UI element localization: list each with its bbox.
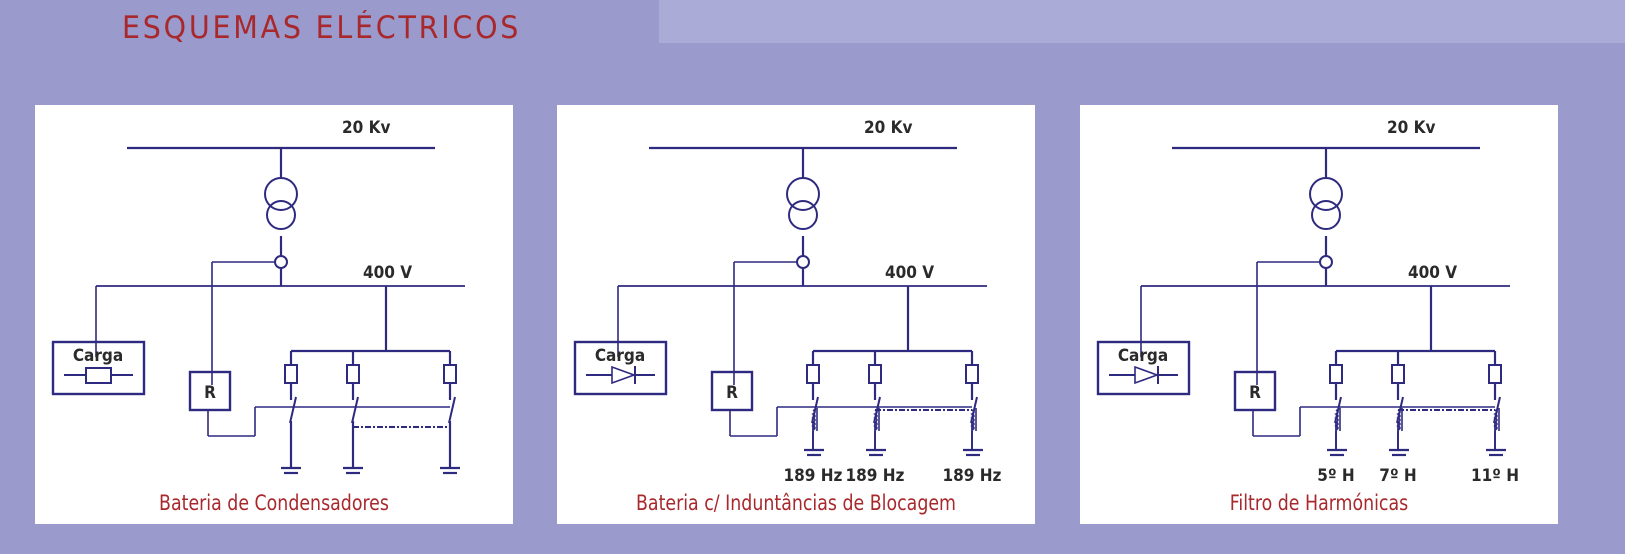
- fuse-icon: [1329, 364, 1343, 384]
- header-band: [659, 0, 1625, 43]
- relay-box: [710, 370, 754, 412]
- panel-caption: Bateria c/ Induntâncias de Blocagem: [636, 491, 956, 515]
- relay-box: [188, 370, 232, 412]
- switch-blade-icon: [351, 396, 359, 424]
- transformer-secondary-icon: [266, 200, 296, 230]
- current-transformer-icon: [274, 255, 288, 269]
- inductor-icon: [1493, 409, 1498, 431]
- transformer-primary-icon: [1309, 177, 1343, 211]
- switch-blade-icon: [448, 396, 456, 424]
- transformer-secondary-icon: [1311, 200, 1341, 230]
- load-box: [51, 340, 146, 396]
- diode-icon: [1134, 365, 1160, 385]
- load-box: [573, 340, 668, 396]
- branch-label: 5º H: [1317, 466, 1354, 485]
- diode-icon: [611, 365, 637, 385]
- fuse-icon: [1488, 364, 1502, 384]
- hv-bus-label: 20 Kv: [1387, 118, 1435, 138]
- current-transformer-icon: [796, 255, 810, 269]
- lv-bus-label: 400 V: [885, 263, 934, 283]
- branch-label: 189 Hz: [943, 466, 1002, 485]
- current-transformer-icon: [1319, 255, 1333, 269]
- panel-caption: Filtro de Harmónicas: [1229, 491, 1409, 515]
- relay-label: R: [204, 383, 216, 403]
- load-label: Carga: [1118, 346, 1168, 366]
- fuse-icon: [806, 364, 820, 384]
- lv-bus-label: 400 V: [1408, 263, 1457, 283]
- load-box: [1096, 340, 1191, 396]
- resistor-icon: [85, 367, 112, 384]
- inductor-icon: [1334, 409, 1339, 431]
- fuse-icon: [1391, 364, 1405, 384]
- transformer-primary-icon: [786, 177, 820, 211]
- fuse-icon: [284, 364, 298, 384]
- relay-label: R: [726, 383, 738, 403]
- fuse-icon: [346, 364, 360, 384]
- relay-label: R: [1249, 383, 1261, 403]
- inductor-icon: [1396, 409, 1401, 431]
- inductor-icon: [970, 409, 975, 431]
- switch-blade-icon: [289, 396, 297, 424]
- page-title: ESQUEMAS ELÉCTRICOS: [122, 10, 522, 46]
- branch-label: 189 Hz: [784, 466, 843, 485]
- transformer-primary-icon: [264, 177, 298, 211]
- fuse-icon: [443, 364, 457, 384]
- load-label: Carga: [73, 346, 123, 366]
- fuse-icon: [965, 364, 979, 384]
- hv-bus-label: 20 Kv: [864, 118, 912, 138]
- transformer-secondary-icon: [788, 200, 818, 230]
- branch-label: 189 Hz: [846, 466, 905, 485]
- branch-label: 11º H: [1471, 466, 1519, 485]
- load-label: Carga: [595, 346, 645, 366]
- hv-bus-label: 20 Kv: [342, 118, 390, 138]
- branch-label: 7º H: [1379, 466, 1416, 485]
- fuse-icon: [868, 364, 882, 384]
- inductor-icon: [873, 409, 878, 431]
- lv-bus-label: 400 V: [363, 263, 412, 283]
- inductor-icon: [811, 409, 816, 431]
- panel-caption: Bateria de Condensadores: [159, 491, 389, 515]
- relay-box: [1233, 370, 1277, 412]
